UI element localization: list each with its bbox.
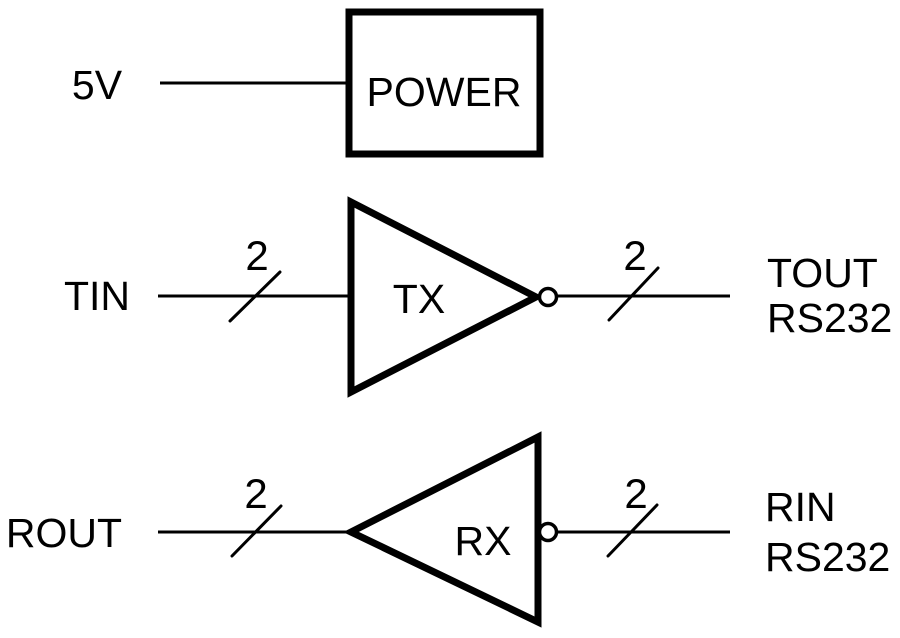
rx-inversion-bubble <box>537 521 559 543</box>
rx-input-bus-width: 2 <box>624 470 647 517</box>
supply-5v-label: 5V <box>72 62 123 108</box>
rx-gate-label: RX <box>455 518 512 564</box>
tout-rs232-label: RS232 <box>767 295 892 341</box>
rx-output-bus-width: 2 <box>244 470 267 517</box>
rx-output-bus-slash <box>230 504 283 558</box>
rout-label: ROUT <box>6 510 122 556</box>
tx-gate-label: TX <box>393 276 445 322</box>
tx-input-bus-slash <box>228 270 282 323</box>
rin-rs232-label: RS232 <box>765 534 890 580</box>
rx-input-bus-slash <box>606 503 659 558</box>
tx-output-bus-slash <box>607 266 660 322</box>
tin-label: TIN <box>64 273 130 319</box>
tx-driver-triangle <box>347 196 544 398</box>
tx-input-bus-width: 2 <box>245 232 268 279</box>
rin-label: RIN <box>765 484 836 530</box>
tx-inversion-bubble <box>537 286 559 308</box>
tx-output-bus-width: 2 <box>623 232 646 279</box>
tout-label: TOUT <box>767 250 878 296</box>
power-block-label: POWER <box>367 69 522 115</box>
rx-receiver-triangle <box>343 431 542 628</box>
power-block <box>345 8 544 158</box>
